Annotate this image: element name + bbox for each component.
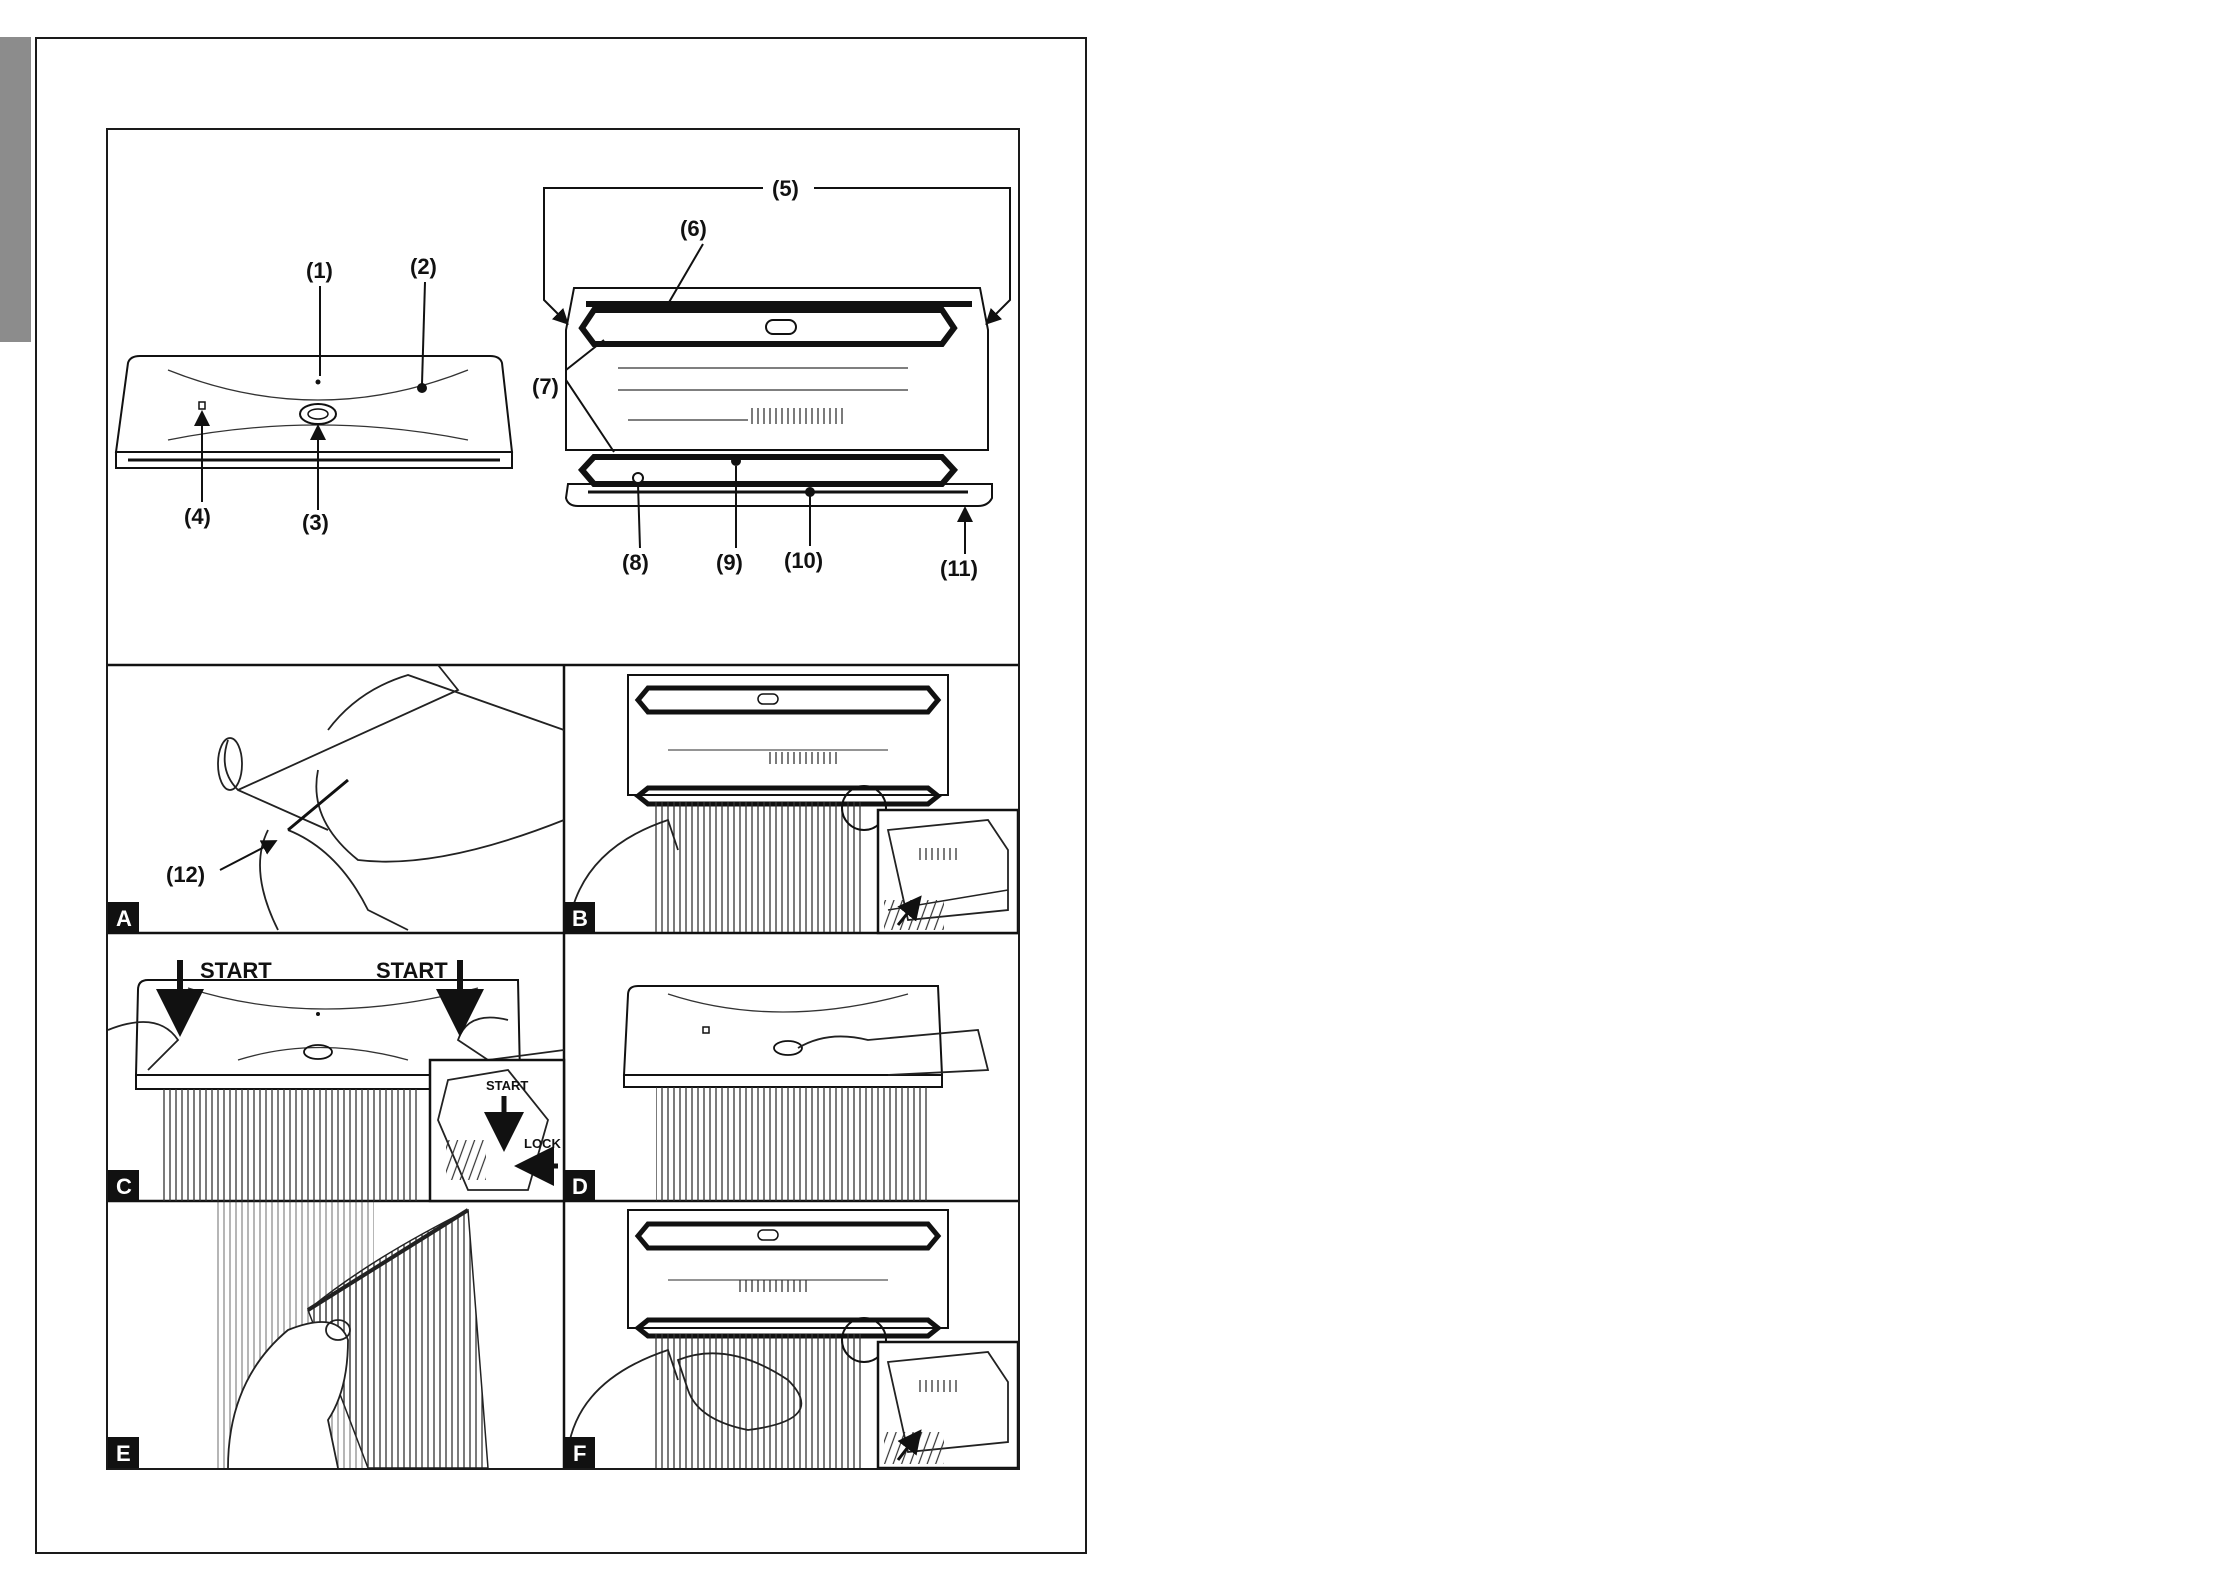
inset-lock-label: LOCK [524,1136,561,1151]
callout-10: (10) [784,548,823,573]
sealer-closed [116,356,512,468]
callout-2: (2) [410,254,437,279]
panel-a: (12) A [108,665,564,933]
callout-5: (5) [772,176,799,201]
figure-frame: (1) (2) (3) (4) (5) [106,128,1020,1470]
callout-1: (1) [306,258,333,283]
callout-8: (8) [622,550,649,575]
panel-b: B [564,675,1018,933]
panel-a-label: A [116,906,132,931]
closed-callouts: (1) (2) (3) (4) [184,254,437,535]
open-callouts: (5) (6) (7) (8) (9) (10) (11) [532,176,1010,581]
inset-start-label: START [486,1078,528,1093]
panel-c-label: C [116,1174,132,1199]
callout-11: (11) [940,556,978,581]
panel-f-label: F [573,1441,586,1466]
illustration-canvas: (1) (2) (3) (4) (5) [108,130,1018,1468]
callout-9: (9) [716,550,743,575]
callout-3: (3) [302,510,329,535]
panel-d: D [564,986,988,1201]
callout-7: (7) [532,374,559,399]
panel-b-label: B [572,906,588,931]
panel-d-label: D [572,1174,588,1199]
start-label-right: START [376,958,448,983]
sealer-open [566,288,992,506]
callout-6: (6) [680,216,707,241]
callout-12: (12) [166,862,205,887]
page-edge-tab [0,37,31,342]
overview-section: (1) (2) (3) (4) (5) [116,176,1010,581]
panel-e: E [108,1201,488,1468]
start-label-left: START [200,958,272,983]
panel-f: F [564,1210,1018,1468]
callout-4: (4) [184,504,211,529]
panel-c: START START START LOCK C [108,958,564,1201]
panel-e-label: E [116,1441,131,1466]
